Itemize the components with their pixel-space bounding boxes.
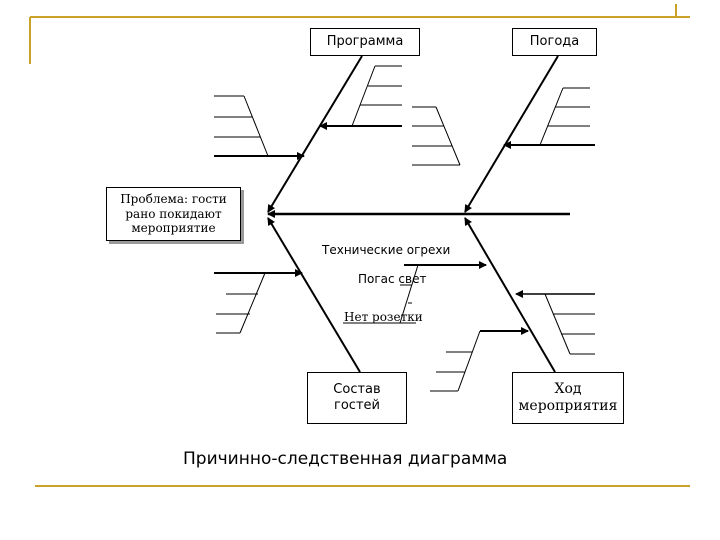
rake-pi-diag [351,65,376,127]
rake-bm-diag [457,330,481,392]
bone-program [267,55,363,213]
category-label-program: Программа [326,34,404,50]
problem-box: Проблема: гости рано покидают мероприяти… [106,187,241,241]
rake-ll-diag [239,272,266,334]
bone-event-flow [464,217,556,373]
category-box-event-flow: Ход мероприятия [512,372,624,424]
category-box-guests: Состав гостей [307,372,407,424]
rake-br-diag [544,293,571,355]
rake-lu-diag [243,95,269,157]
bone-weather [464,55,559,213]
category-box-program: Программа [310,28,420,56]
problem-text: Проблема: гости рано покидают мероприяти… [120,192,227,236]
cause-label-tech-issues: Технические огрехи [322,243,451,257]
category-box-weather: Погода [512,28,597,56]
rake-gi-diag [399,264,419,324]
diagram-caption: Причинно-следственная диаграмма [183,449,508,469]
bone-guests [267,217,361,373]
category-label-guests: Состав гостей [333,382,381,413]
rake-mu-diag [435,106,461,166]
category-label-weather: Погода [529,34,580,50]
category-label-event-flow: Ход мероприятия [518,381,618,414]
cause-label-power-out: Погас свет [358,272,427,286]
cause-label-no-sockets: Нет розетки [344,310,423,324]
rake-wi-diag [539,87,564,146]
